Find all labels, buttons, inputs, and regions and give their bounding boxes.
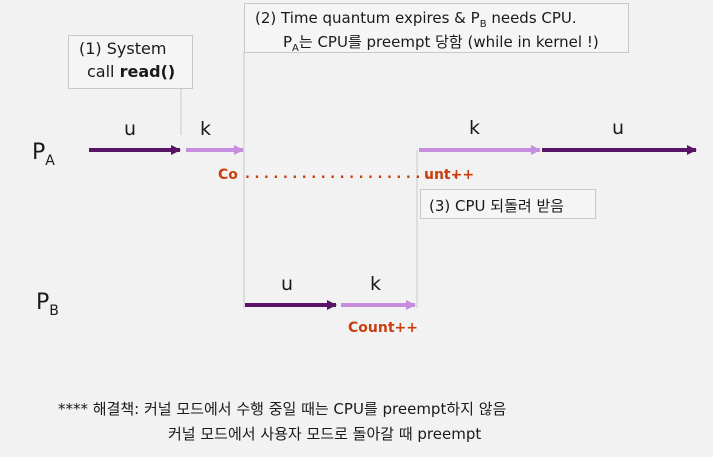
syscall-note-read: read() [119,62,176,81]
quantum-note-line1: (2) Time quantum expires & P [255,9,480,27]
pb-seg1-label: u [281,273,294,295]
quantum-note-line2: P [283,33,293,51]
quantum-note: (2) Time quantum expires & PB needs CPU.… [244,3,629,54]
syscall-note: (1) System call read() [68,35,193,89]
return-cpu-note: (3) CPU 되돌려 받음 [420,189,596,219]
solution-line1: **** 해결책: 커널 모드에서 수행 중일 때는 CPU를 preempt하… [58,400,507,418]
syscall-note-line1: (1) System [79,39,167,58]
pa-seg1-label: u [124,118,137,140]
syscall-note-call: call [87,62,120,81]
pa-seg2-label: k [200,118,212,140]
return-cpu-text: (3) CPU 되돌려 받음 [429,197,565,215]
pa-counter-start: Co [218,167,238,183]
pa-seg4-label: u [612,117,625,139]
solution-line2: 커널 모드에서 사용자 모드로 돌아갈 때 preempt [168,425,482,443]
pa-counter-end: unt++ [424,167,475,183]
quantum-note-sub-a: A [292,43,299,54]
pa-seg3-label: k [469,117,481,139]
quantum-note-line2-end: 는 CPU를 preempt 당함 (while in kernel !) [298,33,599,51]
pb-seg2-label: k [370,273,382,295]
pa-label: PA [32,140,55,169]
pb-label: PB [36,290,59,319]
pb-counter: Count++ [348,320,418,336]
quantum-note-line1-end: needs CPU. [486,9,577,27]
pa-counter-dots: . . . . . . . . . . . . . . . . . . . . … [245,167,459,182]
quantum-note-sub-b: B [479,19,487,30]
